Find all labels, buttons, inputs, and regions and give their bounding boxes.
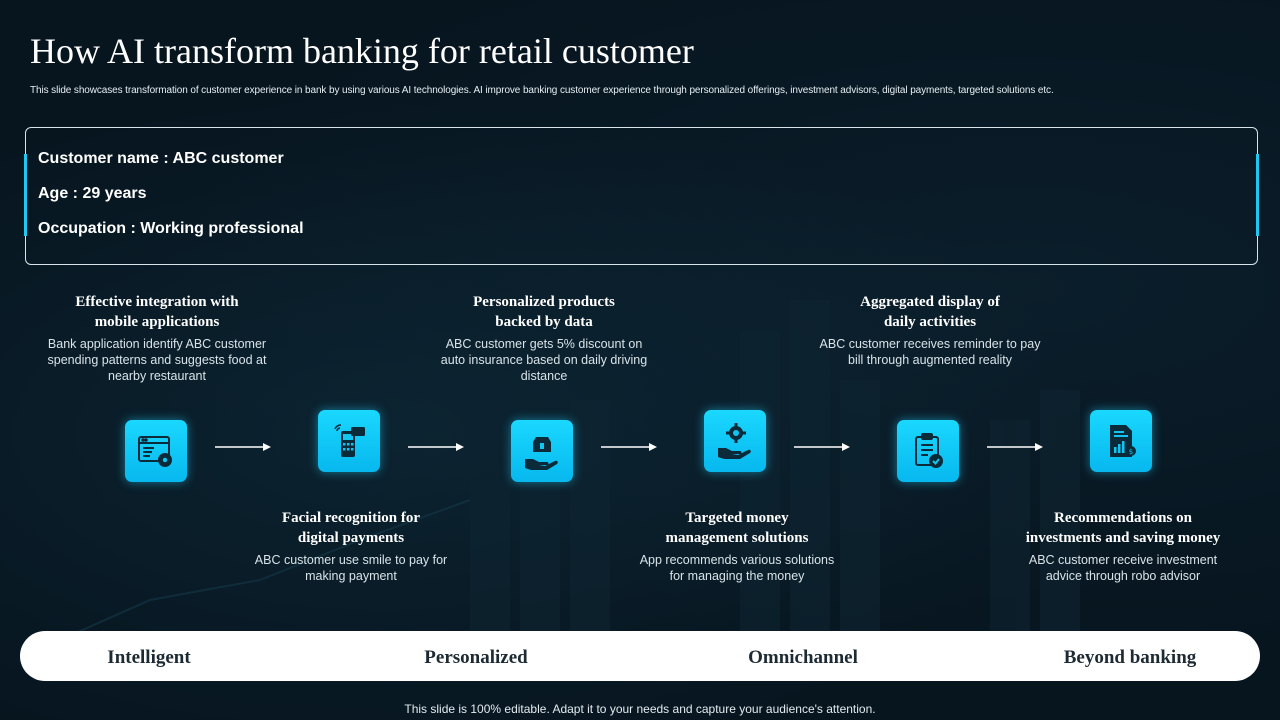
pillar-personalized: Personalized — [424, 647, 528, 668]
step-aggregated-display: Aggregated display of daily activities A… — [810, 292, 1050, 368]
step-heading: daily activities — [883, 314, 977, 330]
step-description: App recommends various solutions for man… — [639, 553, 835, 583]
step-description: ABC customer gets 5% discount on auto in… — [440, 337, 648, 383]
slide-subtitle: This slide showcases transformation of c… — [30, 85, 1054, 96]
arrow-right-icon — [601, 443, 657, 451]
arrow-right-icon — [408, 443, 464, 451]
step-heading: Recommendations on — [1054, 510, 1192, 526]
pillar-omnichannel: Omnichannel — [748, 647, 858, 668]
step-heading: mobile applications — [94, 314, 220, 330]
step-heading: Facial recognition for — [281, 510, 421, 526]
arrow-right-icon — [987, 443, 1043, 451]
step-heading: management solutions — [665, 530, 809, 546]
step-heading: Personalized products — [473, 294, 615, 310]
step-description: ABC customer receives reminder to pay bi… — [819, 337, 1041, 367]
step-facial-recognition: Facial recognition for digital payments … — [231, 508, 471, 584]
card-terminal-icon — [318, 410, 380, 472]
step-money-management: Targeted money management solutions App … — [617, 508, 857, 584]
slide-title: How AI transform banking for retail cust… — [30, 31, 694, 71]
step-heading: Targeted money — [685, 510, 789, 526]
customer-age: Age : 29 years — [38, 185, 147, 202]
arrow-right-icon — [215, 443, 271, 451]
step-investment-recommendations: Recommendations on investments and savin… — [1003, 508, 1243, 584]
customer-name: Customer name : ABC customer — [38, 150, 284, 167]
accent-bar-left — [24, 154, 27, 236]
svg-text:$: $ — [1129, 448, 1133, 456]
pillar-intelligent: Intelligent — [107, 647, 191, 668]
step-heading: backed by data — [495, 314, 593, 330]
step-description: ABC customer receive investment advice t… — [1028, 553, 1218, 583]
step-heading: investments and saving money — [1025, 530, 1221, 546]
step-heading: Aggregated display of — [860, 294, 1000, 310]
clipboard-check-icon — [897, 420, 959, 482]
hand-gear-icon — [704, 410, 766, 472]
browser-settings-icon — [125, 420, 187, 482]
step-heading: digital payments — [297, 530, 405, 546]
customer-profile-box: Customer name : ABC customer Age : 29 ye… — [24, 127, 1259, 265]
step-description: ABC customer use smile to pay for making… — [254, 553, 448, 583]
pillar-beyond-banking: Beyond banking — [1063, 647, 1197, 668]
arrow-right-icon — [794, 443, 850, 451]
step-heading: Effective integration with — [75, 294, 239, 310]
customer-occupation: Occupation : Working professional — [38, 220, 304, 237]
step-mobile-integration: Effective integration with mobile applic… — [37, 292, 277, 384]
pillars-bar: Intelligent Personalized Omnichannel Bey… — [20, 631, 1260, 681]
financial-report-icon: $ — [1090, 410, 1152, 472]
hand-product-icon — [511, 420, 573, 482]
accent-bar-right — [1256, 154, 1259, 236]
step-personalized-products: Personalized products backed by data ABC… — [424, 292, 664, 384]
step-description: Bank application identify ABC customer s… — [47, 337, 267, 383]
footer-note: This slide is 100% editable. Adapt it to… — [404, 702, 876, 716]
